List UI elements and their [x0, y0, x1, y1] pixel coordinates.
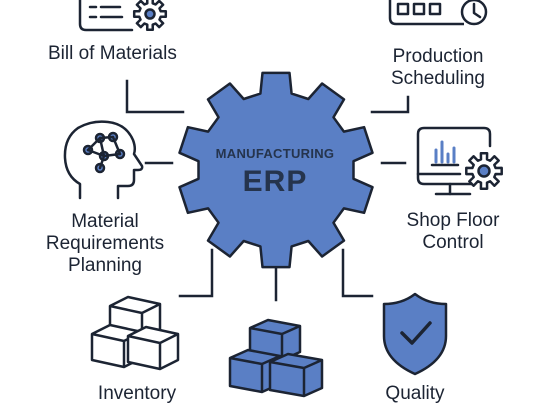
document-gear-icon — [78, 0, 168, 32]
connector-bom — [125, 79, 185, 114]
connector-scheduling — [370, 95, 410, 114]
filled-boxes-icon — [228, 318, 324, 398]
schedule-clock-icon — [388, 0, 488, 26]
gear-icon — [178, 71, 374, 269]
connector-inventory — [178, 248, 214, 298]
monitor-gear-icon — [416, 126, 503, 196]
center-title-line1: MANUFACTURING — [215, 146, 335, 161]
label-material-requirements-planning: Material Requirements Planning — [45, 211, 165, 276]
central-gear — [178, 71, 374, 269]
shield-check-icon — [382, 292, 448, 376]
center-title-line2: ERP — [242, 165, 308, 198]
label-bill-of-materials: Bill of Materials — [48, 43, 177, 64]
label-quality: Quality — [385, 383, 445, 404]
boxes-icon — [90, 295, 180, 371]
label-production-scheduling: Production Scheduling — [390, 46, 486, 89]
label-inventory: Inventory — [97, 383, 177, 404]
label-shop-floor-control: Shop Floor Control — [406, 210, 500, 253]
connector-quality — [341, 248, 374, 298]
connector-lines — [125, 79, 410, 302]
head-network-icon — [63, 120, 144, 200]
